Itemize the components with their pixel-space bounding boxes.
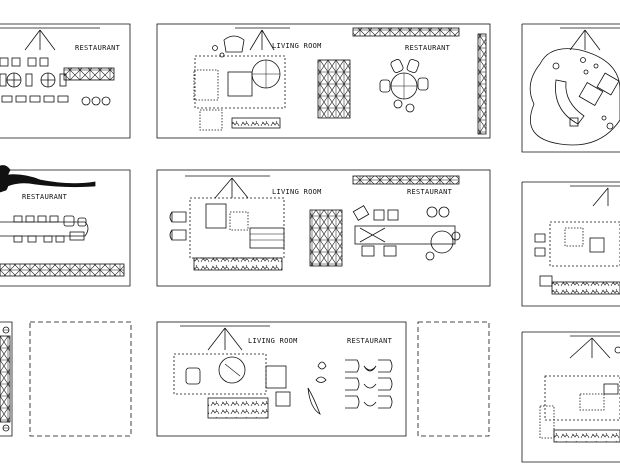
panel-restaurant-middle-left: RESTAURANT <box>0 165 131 287</box>
restaurant-label-4: RESTAURANT <box>407 188 453 196</box>
panel-restaurant-top-left: RESTAURANT <box>0 23 131 139</box>
restaurant-label: RESTAURANT <box>75 44 121 52</box>
living-room-label-2: LIVING ROOM <box>272 188 322 196</box>
panel-bottom-left-empty <box>0 321 132 437</box>
restaurant-label-3: RESTAURANT <box>22 193 68 201</box>
restaurant-label-2: RESTAURANT <box>405 44 451 52</box>
panel-top-right-lounge <box>521 23 620 153</box>
panel-living-restaurant-top: LIVING ROOM RESTAURANT <box>156 23 491 139</box>
panel-living-restaurant-middle: LIVING ROOM RESTAURANT <box>156 169 491 287</box>
living-room-label: LIVING ROOM <box>272 42 322 50</box>
panel-living-bottom-right <box>521 331 620 463</box>
panel-living-middle-right <box>521 181 620 307</box>
panel-bottom-middle-empty <box>417 321 490 437</box>
restaurant-label-5: RESTAURANT <box>347 337 393 345</box>
living-room-label-3: LIVING ROOM <box>248 337 298 345</box>
panel-living-restaurant-bottom: LIVING ROOM RESTAURANT <box>156 321 407 437</box>
